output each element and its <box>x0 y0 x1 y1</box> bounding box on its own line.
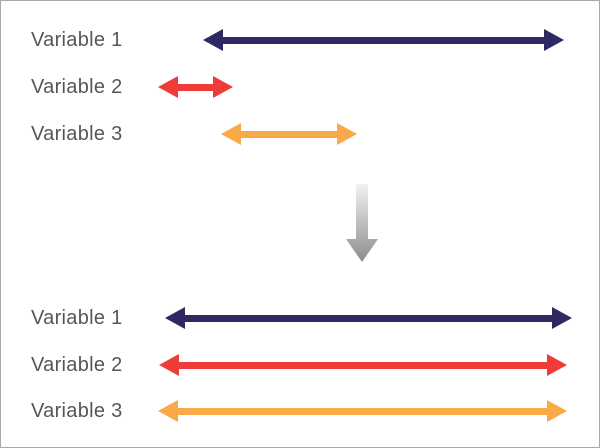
arrow-shaft <box>179 361 547 369</box>
arrow-right-head-icon <box>544 29 564 51</box>
arrow-right-head-icon <box>547 354 567 376</box>
arrow-left-head-icon <box>159 354 179 376</box>
arrow-right-head-icon <box>547 400 567 422</box>
range-arrow-standardized-variable-1 <box>165 307 572 329</box>
range-arrow-original-variable-2 <box>158 76 233 98</box>
label-standardized-variable-2: Variable 2 <box>31 354 123 376</box>
range-arrow-original-variable-3 <box>221 123 357 145</box>
arrow-left-head-icon <box>165 307 185 329</box>
arrow-shaft <box>178 83 213 91</box>
range-arrow-original-variable-1 <box>203 29 564 51</box>
arrow-shaft <box>223 36 544 44</box>
arrow-left-head-icon <box>203 29 223 51</box>
arrow-left-head-icon <box>221 123 241 145</box>
arrow-right-head-icon <box>213 76 233 98</box>
label-original-variable-3: Variable 3 <box>31 123 123 145</box>
label-standardized-variable-3: Variable 3 <box>31 400 123 422</box>
arrow-left-head-icon <box>158 76 178 98</box>
down-arrow-icon <box>346 184 378 262</box>
arrow-shaft <box>241 130 337 138</box>
arrow-shaft <box>185 314 552 322</box>
arrow-right-head-icon <box>552 307 572 329</box>
arrow-right-head-icon <box>337 123 357 145</box>
range-arrow-standardized-variable-3 <box>158 400 567 422</box>
arrow-shaft <box>178 407 547 415</box>
label-original-variable-2: Variable 2 <box>31 76 123 98</box>
range-arrow-standardized-variable-2 <box>159 354 567 376</box>
label-original-variable-1: Variable 1 <box>31 29 123 51</box>
arrow-left-head-icon <box>158 400 178 422</box>
label-standardized-variable-1: Variable 1 <box>31 307 123 329</box>
